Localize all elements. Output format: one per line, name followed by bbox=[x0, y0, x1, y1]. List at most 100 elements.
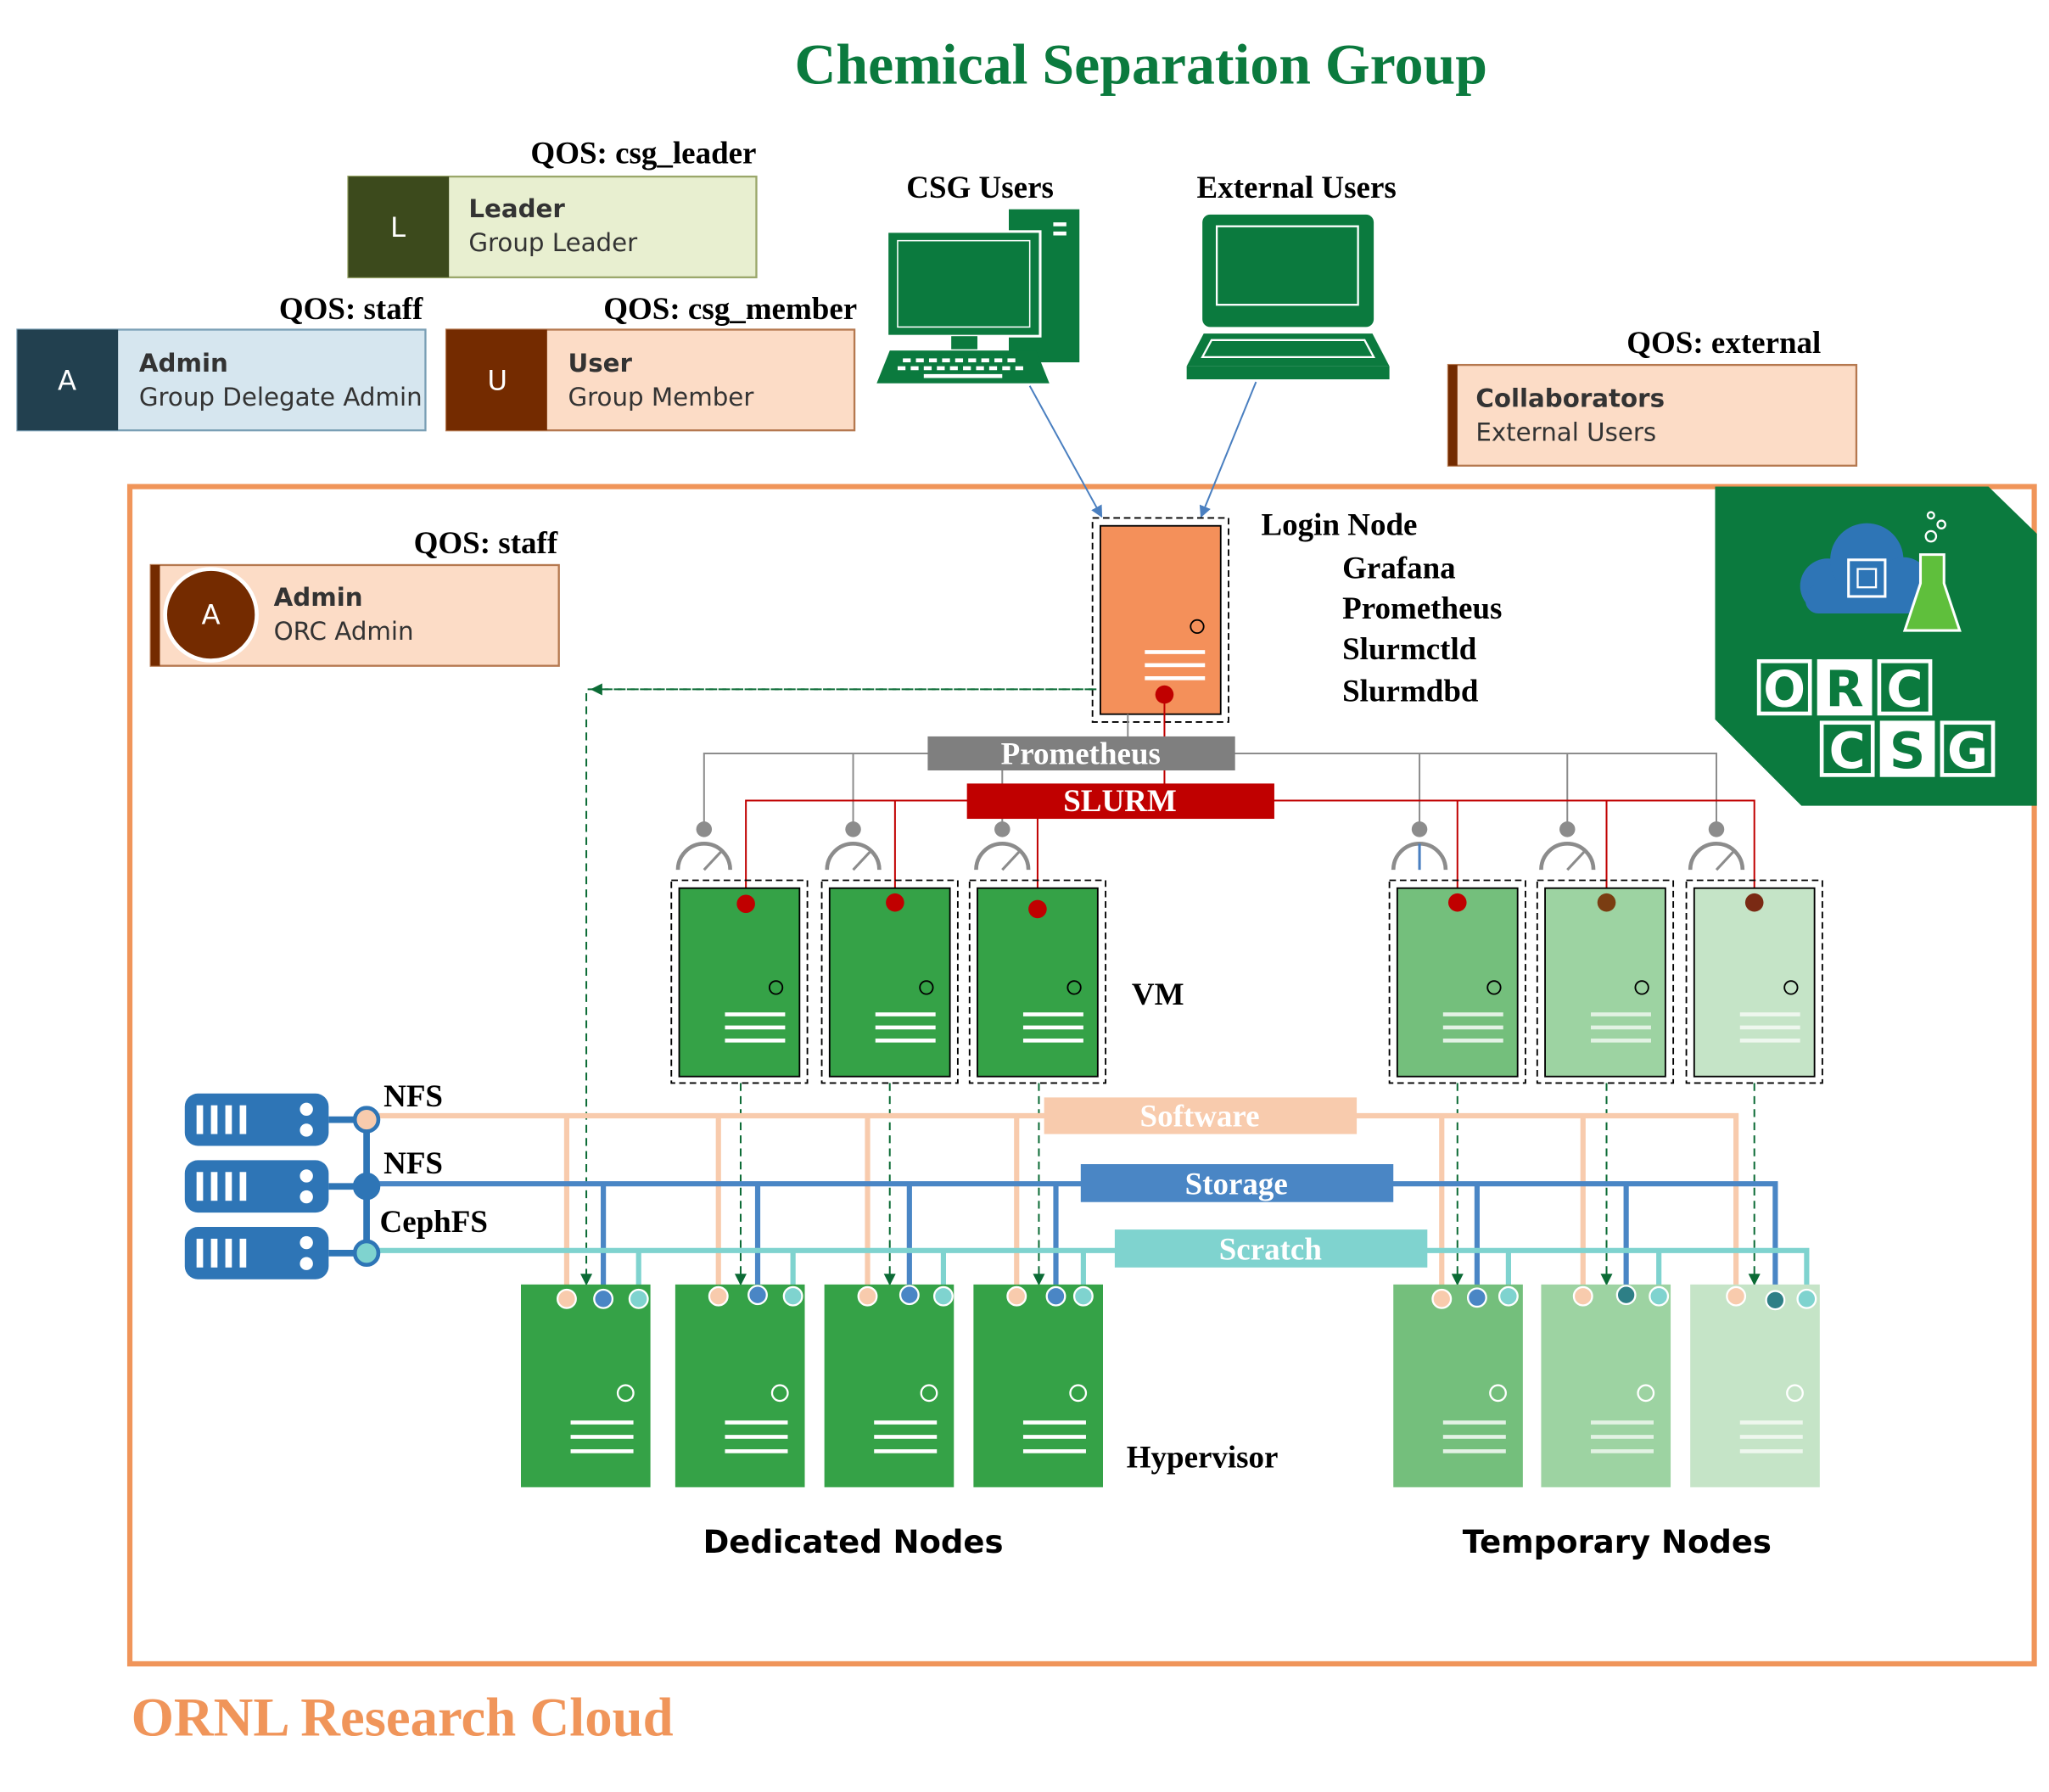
server-icon bbox=[184, 1227, 329, 1280]
mount-points bbox=[556, 1285, 1817, 1311]
software-label: Software bbox=[1140, 1099, 1260, 1134]
avatar bbox=[348, 176, 450, 277]
orc-title: ORNL Research Cloud bbox=[132, 1688, 674, 1749]
gauge-icons bbox=[675, 821, 1745, 871]
avatar bbox=[446, 329, 547, 431]
prometheus-label: Prometheus bbox=[1001, 736, 1161, 771]
software-bar bbox=[1044, 1097, 1358, 1134]
scratch-bar bbox=[1114, 1229, 1428, 1268]
role-desc: Group Member bbox=[568, 383, 754, 412]
qos-label: QOS: csg_leader bbox=[530, 137, 756, 171]
prometheus-bar bbox=[927, 736, 1235, 771]
storage-label: Storage bbox=[1185, 1167, 1288, 1201]
dedicated-nodes-label: Dedicated Nodes bbox=[703, 1524, 1004, 1560]
orc-boundary bbox=[126, 484, 2037, 1667]
storage-bar bbox=[1080, 1164, 1394, 1202]
avatar bbox=[17, 329, 119, 431]
slurm-bar bbox=[966, 783, 1274, 820]
service-grafana: Grafana bbox=[1342, 551, 1456, 585]
hypervisor-node bbox=[973, 1284, 1103, 1487]
vm-node bbox=[670, 879, 809, 1084]
qos-label: QOS: staff bbox=[414, 526, 558, 561]
gauge-icon bbox=[1391, 821, 1448, 871]
vm-node bbox=[968, 879, 1107, 1084]
vm-node bbox=[1536, 879, 1675, 1084]
hypervisor-node bbox=[520, 1284, 651, 1487]
external-users-group: External Users bbox=[1186, 171, 1397, 380]
hypervisor-label: Hypervisor bbox=[1127, 1441, 1279, 1476]
hypervisor-node bbox=[824, 1284, 955, 1487]
role-card-leader: QOS: csg_leader L Leader Group Leader bbox=[347, 137, 758, 278]
slurm-label: SLURM bbox=[1063, 784, 1177, 819]
qos-label: QOS: csg_member bbox=[603, 292, 857, 327]
csg-users-group: CSG Users bbox=[876, 171, 1080, 384]
service-slurmdbd: Slurmdbd bbox=[1342, 674, 1479, 708]
gauge-icon bbox=[1539, 821, 1596, 871]
role-card-user: QOS: csg_member U User Group Member bbox=[445, 292, 857, 432]
role-card-admin: QOS: staff A Admin Group Delegate Admin bbox=[16, 292, 427, 432]
qos-label: QOS: external bbox=[1626, 326, 1821, 361]
role-name: User bbox=[568, 349, 632, 378]
flask-icon bbox=[1902, 511, 1962, 632]
gauge-icon bbox=[1688, 821, 1745, 871]
login-node-title: Login Node bbox=[1262, 508, 1418, 543]
logo-letter: C bbox=[1829, 722, 1866, 780]
server-label-nfs-2: NFS bbox=[383, 1146, 443, 1181]
role-name: Admin bbox=[139, 349, 228, 378]
csg-users-label: CSG Users bbox=[906, 171, 1054, 205]
laptop-icon bbox=[1186, 214, 1390, 380]
service-slurmctld: Slurmctld bbox=[1342, 632, 1477, 667]
role-desc: External Users bbox=[1475, 418, 1656, 447]
avatar-initial: A bbox=[58, 364, 76, 396]
orc-csg-logo: O R C C S G bbox=[1715, 486, 2037, 806]
scratch-bus bbox=[367, 1247, 1810, 1296]
vm-node bbox=[820, 879, 959, 1084]
logo-letters: O R C C S G bbox=[1756, 658, 1996, 780]
avatar bbox=[163, 567, 259, 663]
server-icon bbox=[184, 1160, 329, 1213]
logo-letter: O bbox=[1763, 660, 1805, 718]
desktop-computer-icon bbox=[876, 209, 1080, 384]
external-users-label: External Users bbox=[1197, 171, 1397, 205]
avatar-initial: A bbox=[202, 598, 221, 630]
qos-label: QOS: staff bbox=[279, 292, 423, 327]
storage-bus bbox=[367, 1181, 1778, 1296]
logo-letter: C bbox=[1887, 660, 1923, 718]
vm-node bbox=[1388, 879, 1526, 1084]
role-desc: Group Delegate Admin bbox=[139, 383, 423, 412]
storage-servers: NFS NFS CephFS bbox=[184, 1079, 488, 1280]
page-title: Chemical Separation Group bbox=[794, 33, 1487, 97]
role-card-collaborators: QOS: external Collaborators External Use… bbox=[1447, 326, 1858, 467]
avatar-initial: U bbox=[487, 364, 507, 396]
service-prometheus: Prometheus bbox=[1342, 591, 1502, 626]
role-desc: Group Leader bbox=[468, 228, 638, 257]
gauge-icon bbox=[825, 821, 882, 871]
vm-nodes bbox=[670, 879, 1823, 1084]
server-label-nfs-1: NFS bbox=[383, 1079, 443, 1114]
hypervisor-node bbox=[1541, 1284, 1671, 1487]
role-desc: ORC Admin bbox=[274, 617, 414, 646]
login-node: Login Node Grafana Prometheus Slurmctld … bbox=[1091, 508, 1502, 723]
vm-label: VM bbox=[1132, 977, 1184, 1012]
logo-letter: G bbox=[1947, 722, 1988, 780]
gauge-icon bbox=[974, 821, 1031, 871]
server-label-cephfs: CephFS bbox=[379, 1205, 487, 1240]
hypervisor-node bbox=[1690, 1284, 1820, 1487]
hypervisor-nodes bbox=[520, 1284, 1820, 1487]
avatar-initial: L bbox=[390, 211, 406, 244]
vm-node bbox=[1685, 879, 1823, 1084]
role-name: Collaborators bbox=[1475, 384, 1665, 412]
gauge-icon bbox=[675, 821, 732, 871]
hypervisor-node bbox=[675, 1284, 805, 1487]
temporary-nodes-label: Temporary Nodes bbox=[1463, 1524, 1772, 1560]
hypervisor-node bbox=[1393, 1284, 1523, 1487]
scratch-label: Scratch bbox=[1219, 1233, 1323, 1268]
logo-letter: R bbox=[1826, 660, 1864, 718]
server-icon bbox=[184, 1093, 329, 1146]
role-card-orc-admin: QOS: staff A Admin ORC Admin bbox=[149, 526, 560, 667]
logo-letter: S bbox=[1889, 722, 1925, 780]
role-name: Leader bbox=[468, 194, 565, 223]
software-bus bbox=[367, 1112, 1739, 1296]
